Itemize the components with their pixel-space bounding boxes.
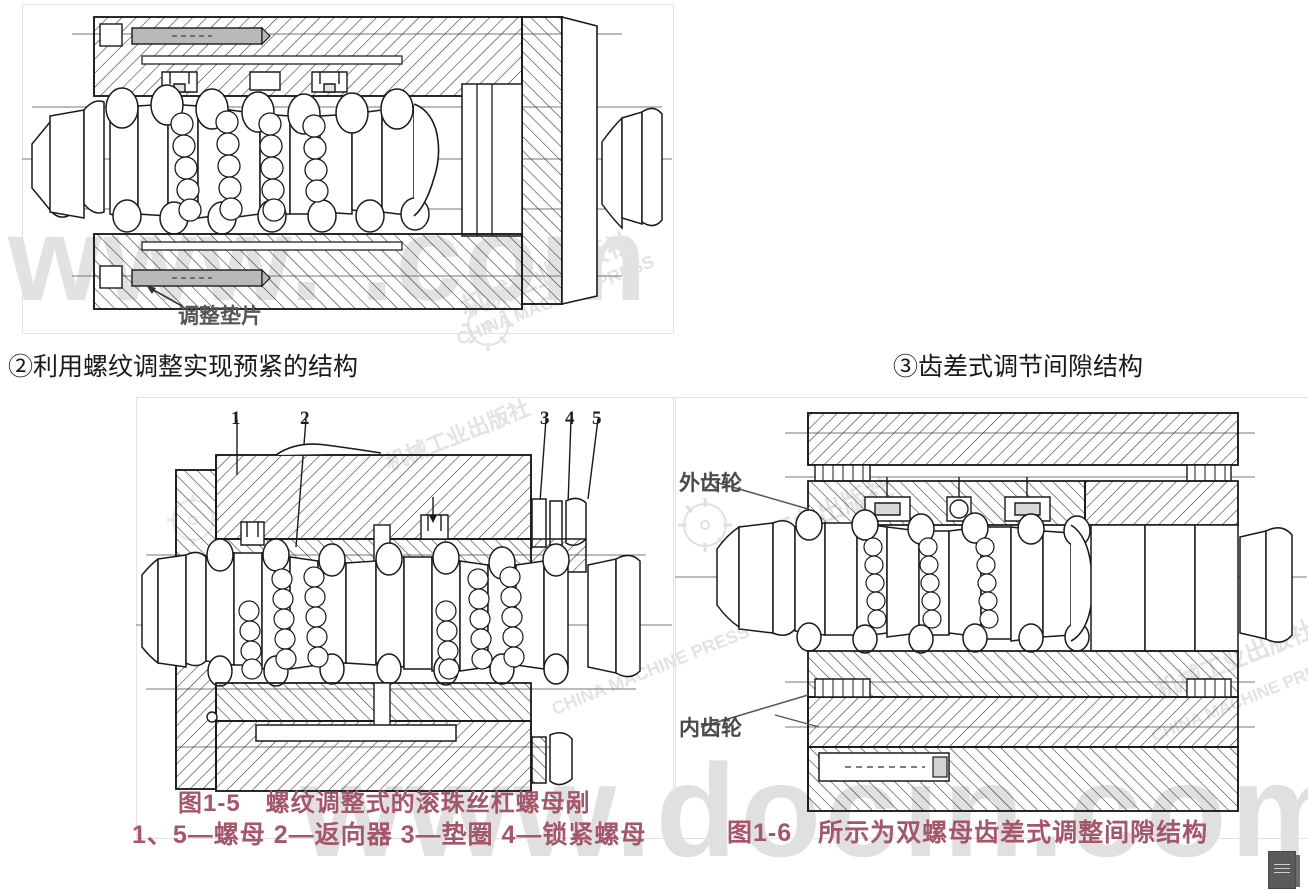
callout-number-2: 2 (300, 408, 310, 429)
label-internal-gear: 内齿轮 (679, 717, 742, 740)
label-external-gear: 外齿轮 (679, 472, 742, 495)
ballscrew-nut-shim-drawing (22, 15, 672, 310)
callout-number-3: 3 (540, 408, 550, 429)
figure-1-5-caption-line-2: 1、5—螺母 2—返向器 3—垫圈 4—锁紧螺母 (132, 821, 647, 849)
figure-1-5-caption-line-1: 图1-5 螺纹调整式的滚珠丝杠螺母剐 (178, 790, 591, 817)
gear-watermark-icon-3 (678, 498, 732, 552)
fig-1-5-drawing (136, 418, 672, 792)
corner-widget-bars (1274, 864, 1290, 874)
corner-widget-shadow (1292, 855, 1300, 887)
callout-number-5: 5 (592, 408, 602, 429)
page-corner-widget[interactable] (1268, 851, 1296, 889)
callout-number-4: 4 (565, 408, 575, 429)
figure-panel-top (22, 4, 674, 334)
figure-1-6-caption: 图1-6 所示为双螺母齿差式调整间隙结构 (727, 819, 1209, 847)
label-adjusting-shim: 调整垫片 (178, 305, 262, 328)
callout-number-1: 1 (231, 408, 241, 429)
figure-panel-fig-1-5 (136, 397, 674, 839)
heading-tooth-difference-adjust: ③齿差式调节间隙结构 (893, 354, 1144, 381)
fig-1-6-drawing (675, 412, 1307, 812)
heading-thread-adjust-preload: ②利用螺纹调整实现预紧的结构 (8, 354, 359, 381)
figure-panel-fig-1-6 (675, 397, 1308, 839)
